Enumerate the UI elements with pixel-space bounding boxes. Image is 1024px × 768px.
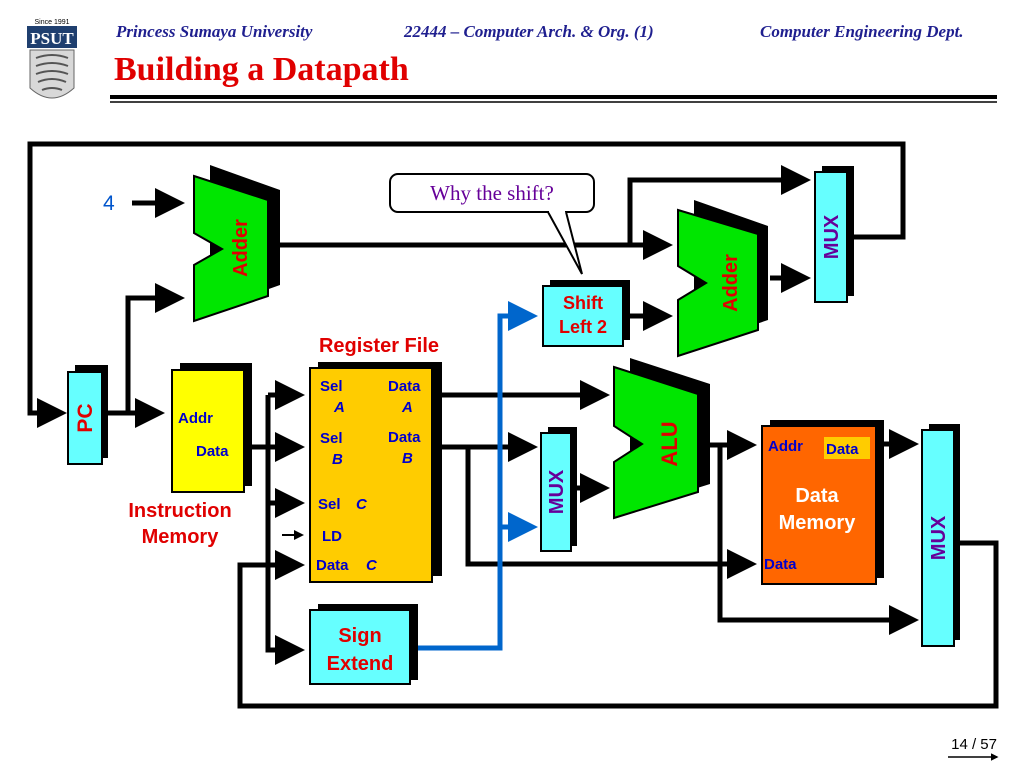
mux-top-label: MUX [821,214,843,259]
reg-data-c-label: Data [316,557,349,574]
mux-mem: MUX [921,424,960,647]
pc-label: PC [74,403,97,432]
header-course: 22444 – Computer Arch. & Org. (1) [403,22,654,41]
reg-sel-a-letter: A [333,399,345,416]
wires [27,141,999,709]
instr-addr-label: Addr [178,410,213,427]
shift-label-1: Shift [563,293,603,313]
dmem-title-2: Memory [779,512,857,534]
constant-4: 4 [103,192,115,215]
sign-extend-label-2: Extend [327,653,394,675]
logo-top-text: Since 1991 [34,19,69,26]
instr-data-label: Data [196,443,229,460]
reg-sel-b-letter: B [332,451,343,468]
reg-sel-b-label: Sel [320,430,343,447]
data-memory: Addr Data Data Memory Data [761,420,884,585]
reg-sel-a-label: Sel [320,378,343,395]
alu-label: ALU [657,421,682,466]
dmem-data-in-label: Data [764,556,797,573]
alu: ALU [613,358,710,520]
mux-alu-label: MUX [546,469,568,514]
mux-alu: MUX [540,427,577,552]
logo-shield-icon [29,49,75,99]
adder-2: Adder [677,200,768,358]
wire-pc-adder [125,283,185,413]
adder-2-label: Adder [720,254,742,312]
sign-extend-label-1: Sign [338,625,381,647]
shift-left-2: Shift Left 2 [542,280,630,347]
callout: Why the shift? [389,173,595,275]
wire-pc-next [27,141,906,428]
reg-data-c-letter: C [366,557,378,574]
adder-1: Adder [193,165,280,323]
highlight-wires [410,301,538,651]
dmem-addr-label: Addr [768,438,803,455]
callout-text: Why the shift? [430,181,554,205]
wire-alu-muxmem [717,445,919,635]
pc-register: PC [67,365,108,465]
mux-top: MUX [814,166,854,303]
instr-mem-title-2: Memory [142,526,220,548]
instr-mem-title-1: Instruction [128,500,231,522]
shift-label-2: Left 2 [559,317,607,337]
reg-data-a-letter: A [401,399,413,416]
mux-mem-label: MUX [928,515,950,560]
adder-1-label: Adder [230,219,252,277]
page-title: Building a Datapath [114,51,409,88]
reg-data-b-label: Data [388,429,421,446]
reg-data-b-letter: B [402,450,413,467]
register-file-title: Register File [319,335,439,357]
page-number: 14 / 57 [951,736,997,753]
reg-sel-c-label: Sel [318,496,341,513]
dmem-data-out-label: Data [826,441,859,458]
sign-extend: Sign Extend [309,604,418,685]
wire-signext-shift [410,301,538,651]
wire-instr-bus [265,395,305,665]
wire-writeback [237,540,999,709]
wire-dataB-dmem [465,447,757,579]
logo-name: PSUT [30,29,74,48]
logo-pattern-icon [35,54,69,91]
reg-sel-c-letter: C [356,496,368,513]
dmem-data-out-box [824,437,870,459]
reg-ld-label: LD [322,528,342,545]
reg-data-a-label: Data [388,378,421,395]
header-department: Computer Engineering Dept. [760,22,964,41]
header-university: Princess Sumaya University [115,22,313,41]
register-file: Register File Sel A Data A Sel B Data B … [309,335,442,583]
instruction-memory: Addr Data Instruction Memory [128,363,252,548]
wire-adder1-mux [627,165,811,245]
logo-banner [27,26,77,48]
dmem-title-1: Data [795,485,839,507]
logo: Since 1991 PSUT [27,19,77,99]
